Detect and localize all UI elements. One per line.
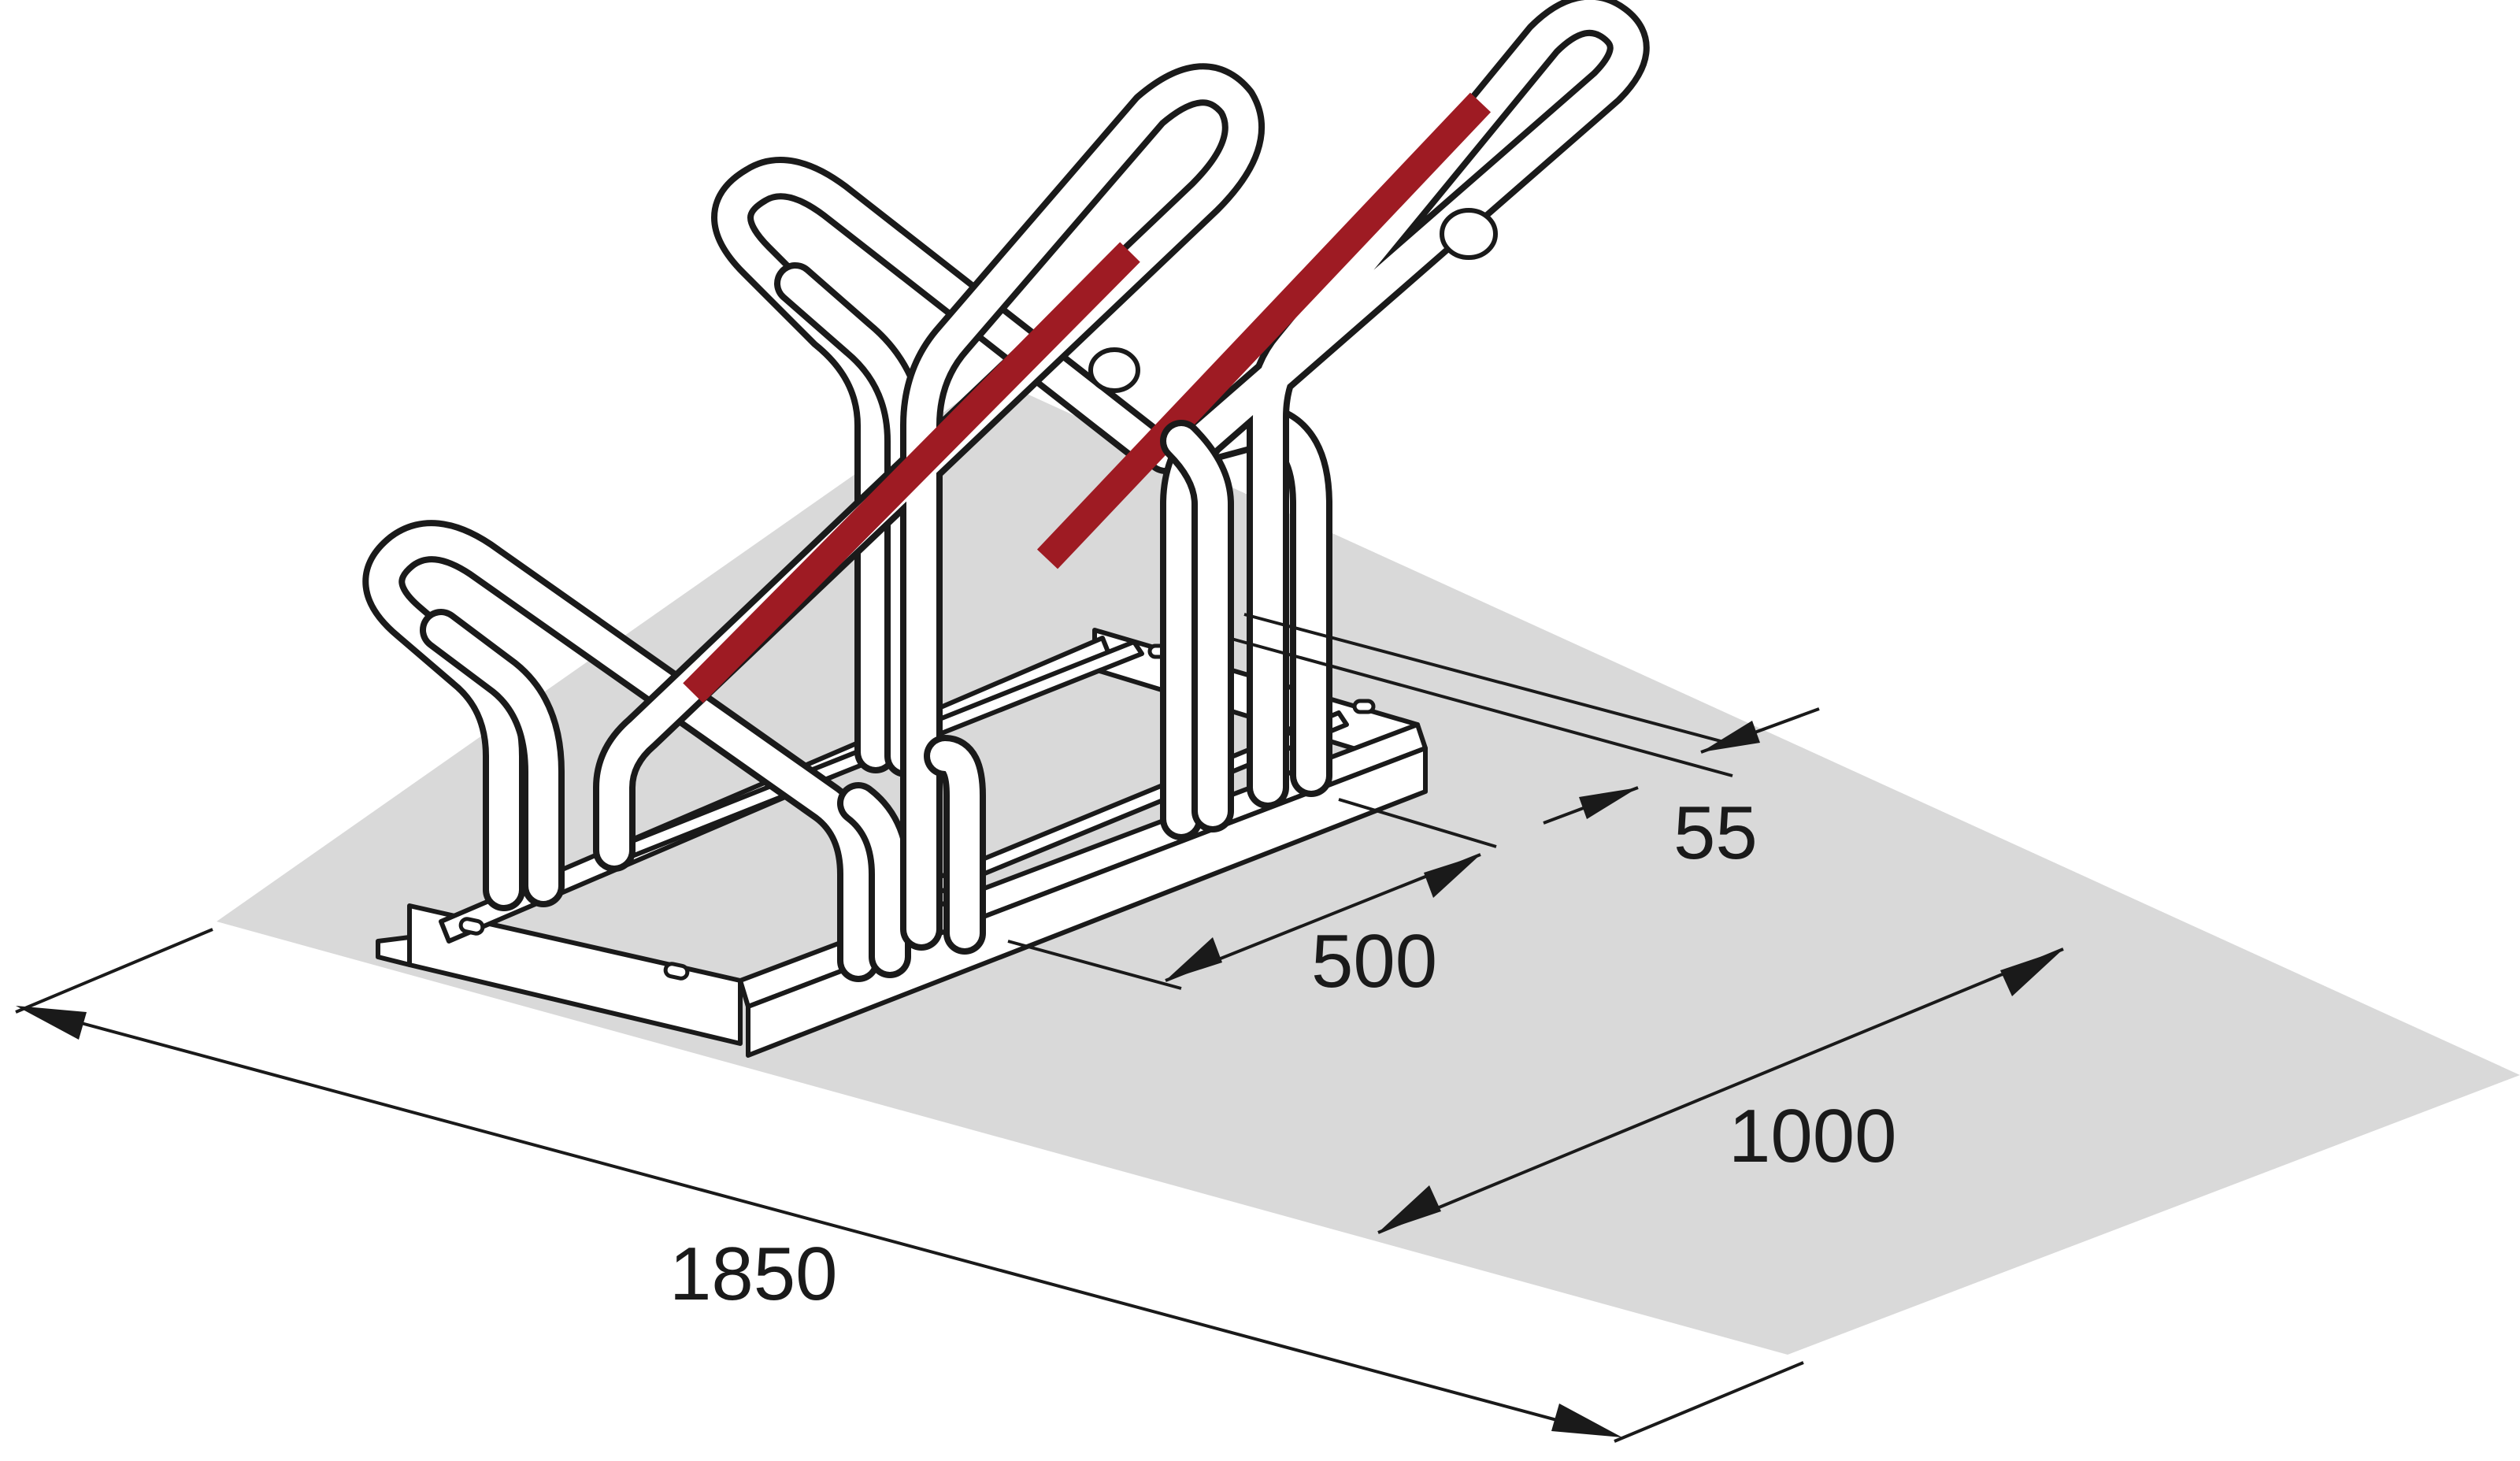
dimension-label-55: 55 <box>1673 791 1758 875</box>
right-raised-loop <box>1036 0 1650 840</box>
dimension-500: 500 <box>1007 798 1497 1003</box>
dimension-label-1000: 1000 <box>1729 1094 1897 1178</box>
floor-area <box>217 378 2520 1355</box>
dimension-1850: 1850 <box>15 928 1804 1443</box>
dimension-1000: 1000 <box>1377 947 2064 1234</box>
dimension-55: 55 <box>1228 613 1820 875</box>
dimension-label-500: 500 <box>1311 919 1437 1003</box>
dimension-label-1850: 1850 <box>669 1232 838 1316</box>
front-tube-set <box>362 520 911 982</box>
rear-tube-set <box>711 157 1332 797</box>
left-raised-loop <box>593 63 1265 955</box>
